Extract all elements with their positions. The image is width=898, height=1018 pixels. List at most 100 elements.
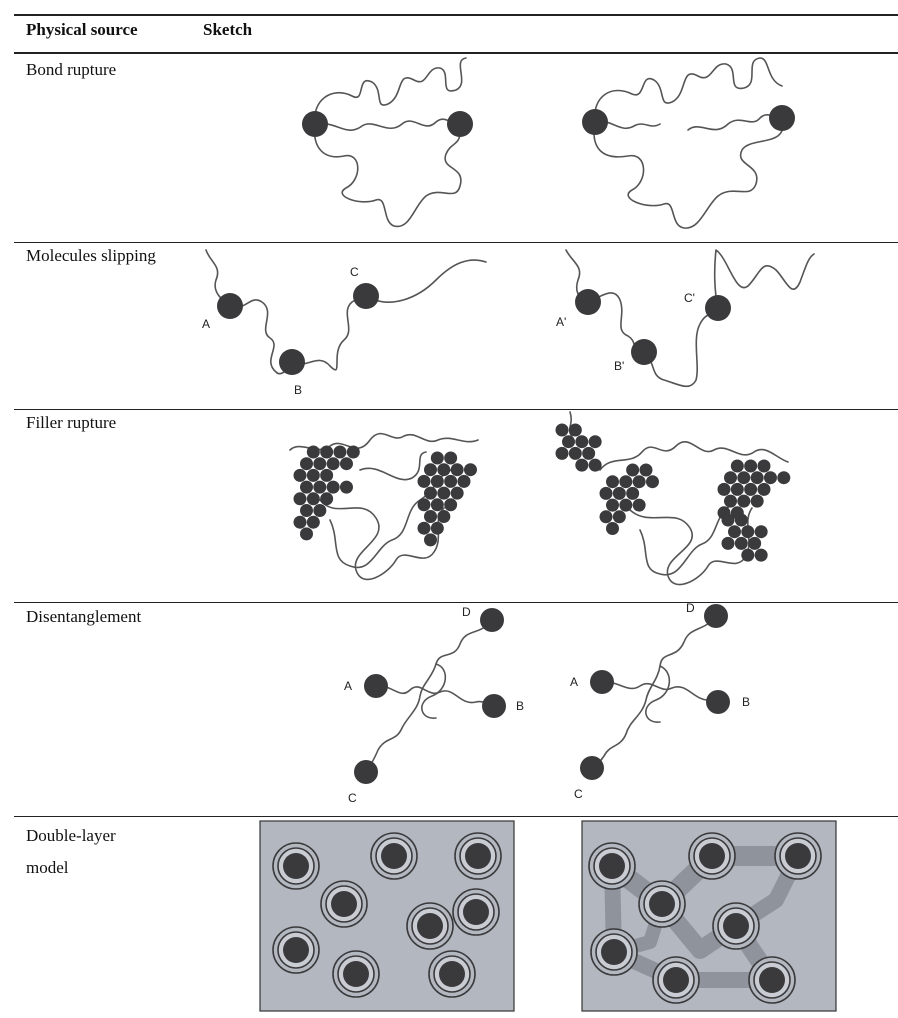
filler-particle	[754, 548, 768, 562]
filler-core	[283, 853, 309, 879]
polymer-chain	[593, 117, 784, 229]
filler-particle	[754, 525, 768, 539]
filler-core	[331, 891, 357, 917]
filler-particle	[320, 492, 334, 506]
filler-core	[601, 939, 627, 965]
filler-particle	[424, 463, 437, 477]
filler-particle	[306, 445, 320, 459]
filler-core	[417, 913, 443, 939]
filler-core	[599, 853, 625, 879]
filler-particle	[430, 521, 444, 535]
filler-particle	[741, 525, 755, 539]
filler-particle	[606, 475, 619, 489]
filler-particle	[606, 498, 619, 512]
point-a-node	[590, 670, 614, 694]
point-label-b: B	[742, 695, 750, 709]
filler-particle	[612, 510, 626, 524]
filler-particle	[457, 474, 471, 488]
filler-particle	[320, 445, 334, 459]
point-label-a: A	[202, 317, 210, 331]
header-sketch: Sketch	[203, 20, 253, 39]
point-b-node	[279, 349, 305, 375]
filler-core	[723, 913, 749, 939]
filler-particle	[741, 548, 755, 562]
filler-core	[465, 843, 491, 869]
disentanglement-before: A B C D	[344, 605, 524, 805]
filler-cluster	[599, 463, 659, 535]
filler-particle	[575, 435, 589, 449]
filler-particle	[424, 510, 437, 523]
point-d-node	[480, 608, 504, 632]
polymer-chain	[365, 619, 493, 773]
filler-particle	[619, 498, 633, 512]
filler-cluster	[417, 451, 477, 547]
point-label-d: D	[462, 605, 471, 619]
filler-particle	[721, 513, 735, 527]
filler-particle	[424, 533, 437, 547]
filler-cluster	[721, 513, 768, 562]
filler-particle	[734, 513, 748, 527]
point-b-node	[482, 694, 506, 718]
filler-core	[381, 843, 407, 869]
filler-particle	[717, 482, 731, 496]
filler-particle	[750, 471, 764, 485]
filler-particle	[450, 463, 464, 477]
filler-particle	[750, 494, 764, 508]
filler-particle	[326, 457, 340, 471]
filler-particle	[757, 482, 771, 496]
filler-particle	[612, 486, 626, 500]
filler-particle	[293, 492, 307, 506]
point-a-node	[217, 293, 243, 319]
filler-particle	[300, 504, 313, 517]
filler-cluster	[717, 459, 791, 520]
filler-particle	[346, 445, 360, 459]
filler-particle	[568, 446, 582, 460]
polymer-chain	[713, 249, 815, 309]
polymer-chain	[313, 123, 462, 228]
filler-particle	[300, 527, 313, 541]
filler-particle	[626, 486, 640, 500]
filler-particle	[306, 515, 320, 529]
point-b-node	[706, 690, 730, 714]
polymer-chain	[319, 499, 445, 581]
filler-particle	[333, 445, 347, 459]
filler-particle	[734, 536, 748, 550]
filler-particle	[430, 474, 444, 488]
row-divider-4	[14, 816, 898, 817]
point-label-c: C	[350, 265, 359, 279]
row-label-double-layer: Double-layer	[26, 826, 116, 845]
polymer-chain	[421, 663, 447, 719]
polymer-chain	[375, 685, 495, 707]
point-c-node	[354, 760, 378, 784]
filler-particle	[632, 475, 646, 489]
point-label-b: B	[294, 383, 302, 397]
crosslink-node	[447, 111, 473, 137]
filler-core	[463, 899, 489, 925]
filler-particle	[588, 435, 602, 449]
filler-core	[283, 937, 309, 963]
filler-particle	[721, 536, 735, 550]
header-bottom-rule	[14, 52, 898, 54]
point-label-d: D	[686, 601, 695, 615]
filler-particle	[575, 458, 589, 472]
filler-rupture-before	[289, 432, 479, 581]
filler-particle	[619, 475, 633, 489]
polymer-chain	[601, 681, 719, 703]
table-top-rule	[14, 14, 898, 16]
point-label-a-prime: A'	[556, 315, 566, 329]
filler-particle	[339, 480, 353, 494]
point-label-c-prime: C'	[684, 291, 695, 305]
filler-particle	[339, 457, 353, 471]
filler-particle	[424, 486, 437, 500]
molecules-slipping-before: A B C	[202, 249, 487, 397]
filler-particle	[306, 492, 320, 506]
header-physical-source: Physical source	[26, 20, 138, 39]
filler-particle	[437, 486, 451, 500]
filler-particle	[306, 468, 320, 482]
point-d-node	[704, 604, 728, 628]
filler-particle	[463, 463, 477, 477]
filler-particle	[599, 486, 613, 500]
crosslink-node	[769, 105, 795, 131]
filler-core	[699, 843, 725, 869]
filler-particle	[645, 475, 659, 489]
